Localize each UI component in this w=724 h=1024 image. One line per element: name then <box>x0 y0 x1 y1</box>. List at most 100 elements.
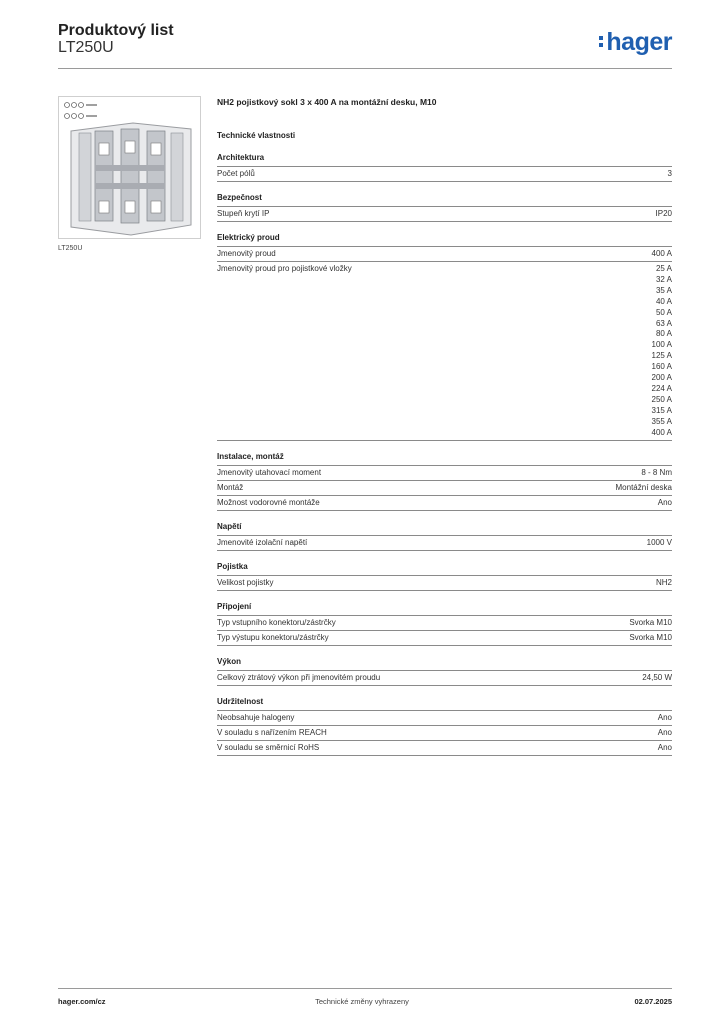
spec-values: Ano <box>658 713 672 724</box>
spec-row: Jmenovitý utahovací moment 8 - 8 Nm <box>217 464 672 480</box>
spec-row: Celkový ztrátový výkon při jmenovitém pr… <box>217 669 672 686</box>
spec-values: Ano <box>658 743 672 754</box>
spec-value: Svorka M10 <box>629 617 672 627</box>
spec-values: Svorka M10 <box>629 618 672 629</box>
spec-values: Ano <box>658 498 672 509</box>
spec-row: Možnost vodorovné montáže Ano <box>217 494 672 511</box>
spec-rows: Celkový ztrátový výkon při jmenovitém pr… <box>217 669 672 686</box>
spec-group-title: Výkon <box>217 656 242 666</box>
spec-rows: Jmenovitý utahovací moment 8 - 8 Nm Montáž… <box>217 464 672 511</box>
spec-row: V souladu se směrnicí RoHS Ano <box>217 739 672 756</box>
spec-row: Počet pólů 3 <box>217 166 672 182</box>
spec-value: 8 - 8 Nm <box>641 467 672 477</box>
spec-content: NH2 pojistkový sokl 3 x 400 A na montážn… <box>217 96 672 766</box>
spec-label: Neobsahuje halogeny <box>217 712 295 722</box>
spec-label: V souladu se směrnicí RoHS <box>217 742 320 752</box>
spec-group-title: Napětí <box>217 521 242 531</box>
logo-text: hager <box>606 28 672 56</box>
spec-row: Stupeň krytí IP IP20 <box>217 206 672 222</box>
spec-value: 32 A <box>655 274 672 284</box>
spec-group-title: Instalace, montáž <box>217 451 284 461</box>
logo-dots-icon <box>599 36 604 50</box>
spec-row: Typ vstupního konektoru/zástrčky Svorka M… <box>217 614 672 630</box>
product-title: NH2 pojistkový sokl 3 x 400 A na montážn… <box>217 97 437 107</box>
tech-heading: Technické vlastnosti <box>217 131 296 140</box>
spec-label: Jmenovitý proud <box>217 249 276 258</box>
spec-value: IP20 <box>655 209 672 218</box>
image-caption: LT250U <box>58 245 83 252</box>
spec-values: 8 - 8 Nm <box>641 468 672 479</box>
spec-value: 200 A <box>651 373 672 383</box>
spec-value: 250 A <box>651 394 672 404</box>
spec-values: IP20 <box>656 209 672 220</box>
hager-logo: hager <box>599 28 672 57</box>
spec-label: Počet pólů <box>217 169 255 178</box>
spec-value: 355 A <box>651 416 672 426</box>
spec-label: Velikost pojistky <box>217 577 274 587</box>
footer-divider <box>58 988 672 989</box>
spec-values: Montážní deska <box>616 483 672 494</box>
spec-group-title: Připojení <box>217 601 252 611</box>
page-title: Produktový list <box>58 22 174 39</box>
spec-values: 1000 V <box>647 538 672 549</box>
footer-website: hager.com/cz <box>58 997 106 1006</box>
spec-value: 315 A <box>651 405 672 415</box>
spec-values: 24,50 W <box>642 673 672 684</box>
spec-label: Celkový ztrátový výkon při jmenovitém pr… <box>217 672 381 682</box>
product-image <box>58 96 201 239</box>
spec-label: Typ výstupu konektoru/zástrčky <box>217 632 329 642</box>
spec-label: Jmenovitý utahovací moment <box>217 467 322 477</box>
spec-value: 400 A <box>651 427 672 437</box>
spec-label: Možnost vodorovné montáže <box>217 497 320 507</box>
spec-label: V souladu s nařízením REACH <box>217 727 327 737</box>
spec-value: Montážní deska <box>615 482 672 492</box>
spec-value: NH2 <box>655 577 672 587</box>
spec-value: Ano <box>657 742 672 752</box>
spec-values: Svorka M10 <box>629 633 672 644</box>
spec-value: Ano <box>657 497 672 507</box>
spec-value: Ano <box>657 727 672 737</box>
spec-value: Ano <box>657 712 672 722</box>
spec-row: Neobsahuje halogeny Ano <box>217 709 672 725</box>
spec-row: Typ výstupu konektoru/zástrčky Svorka M10 <box>217 629 672 646</box>
spec-group-title: Udržitelnost <box>217 696 264 706</box>
spec-value: 63 A <box>655 318 672 328</box>
spec-rows: Počet pólů 3 <box>217 166 672 182</box>
fuse-base-illustration <box>64 102 192 236</box>
spec-group-title: Bezpečnost <box>217 193 262 202</box>
product-code: LT250U <box>58 39 114 56</box>
spec-label: Stupeň krytí IP <box>217 209 270 218</box>
header-divider <box>58 68 672 69</box>
spec-value: Svorka M10 <box>629 632 672 642</box>
spec-value: 160 A <box>651 362 672 372</box>
spec-value: 224 A <box>651 383 672 393</box>
spec-values: 400 A <box>652 249 672 260</box>
spec-label: Typ vstupního konektoru/zástrčky <box>217 617 336 627</box>
spec-values: NH2 <box>656 578 672 589</box>
spec-group-title: Pojistka <box>217 561 248 571</box>
spec-value: 80 A <box>655 329 672 339</box>
spec-row: Velikost pojistky NH2 <box>217 574 672 591</box>
footer-date: 02.07.2025 <box>634 997 672 1006</box>
spec-value: 400 A <box>651 249 672 258</box>
spec-values: 3 <box>668 169 672 180</box>
spec-group-title: Elektrický proud <box>217 233 280 242</box>
spec-value: 50 A <box>655 307 672 317</box>
spec-rows: Stupeň krytí IP IP20 <box>217 206 672 222</box>
spec-value: 100 A <box>651 340 672 350</box>
